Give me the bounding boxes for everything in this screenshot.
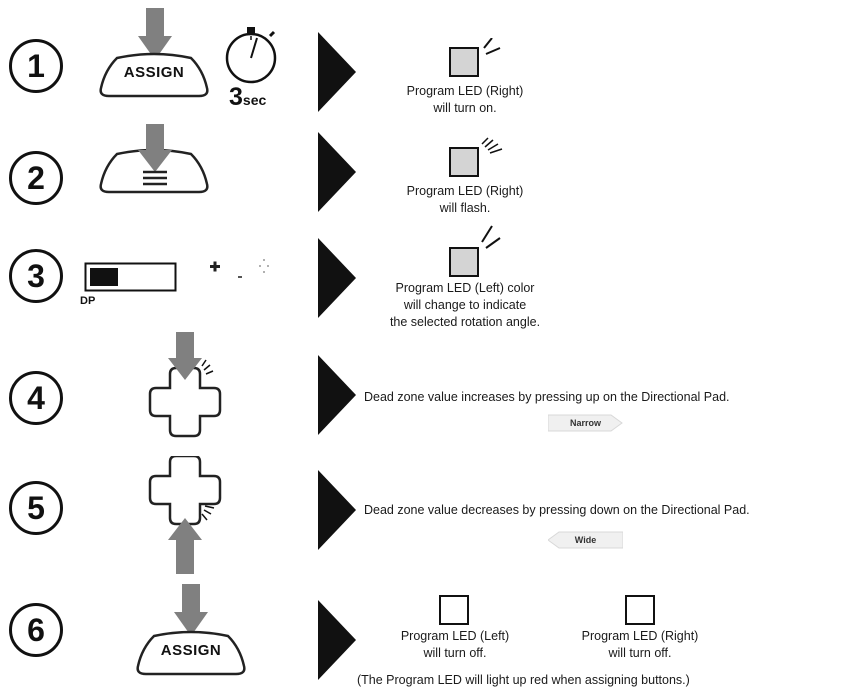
left-led-result: Program LED (Left)will turn off. xyxy=(400,629,510,660)
step-1-arrow-icon xyxy=(318,32,356,112)
assign-note: (The Program LED will light up red when … xyxy=(357,673,690,687)
mode-switch-icon xyxy=(84,262,177,292)
step-5-result: Dead zone value decreases by pressing do… xyxy=(364,503,750,517)
step-2-result: Program LED (Right)will flash. xyxy=(406,184,524,215)
svg-text:4: 4 xyxy=(27,380,45,416)
step-2-number: 2 xyxy=(8,150,64,206)
press-down-arrow-icon xyxy=(174,584,208,636)
step-4-number: 4 xyxy=(8,370,64,426)
step-3-arrow-icon xyxy=(318,238,356,318)
step-6-arrow-icon xyxy=(318,600,356,680)
controller-icon xyxy=(210,259,269,278)
svg-text:3: 3 xyxy=(27,258,45,294)
menu-button-press-icon xyxy=(99,124,209,194)
step-6-number: 6 xyxy=(8,602,64,658)
stopwatch-icon xyxy=(225,27,277,84)
step-1-result: Program LED (Right)will turn on. xyxy=(406,84,524,115)
step-2-arrow-icon xyxy=(318,132,356,212)
svg-text:1: 1 xyxy=(27,48,45,84)
program-led-left-color-icon xyxy=(448,220,508,285)
svg-text:6: 6 xyxy=(27,612,45,648)
switch-label: DP xyxy=(80,295,96,307)
step-1-number: 1 xyxy=(8,38,64,94)
step-5-number: 5 xyxy=(8,480,64,536)
svg-text:5: 5 xyxy=(27,490,45,526)
press-down-arrow-icon xyxy=(138,8,172,60)
step-4-arrow-icon xyxy=(318,355,356,435)
step-4-result: Dead zone value increases by pressing up… xyxy=(364,390,730,404)
program-led-right-off-icon xyxy=(624,594,656,631)
program-led-right-on-icon xyxy=(448,37,508,87)
assign-button: ASSIGN xyxy=(95,52,213,102)
dpad-up-press-icon xyxy=(148,332,222,438)
program-led-left-off-icon xyxy=(438,594,470,631)
program-led-right-flash-icon xyxy=(448,136,510,185)
svg-text:2: 2 xyxy=(27,160,45,196)
dpad-down-press-icon xyxy=(148,456,222,574)
step-5-arrow-icon xyxy=(318,470,356,550)
right-led-result: Program LED (Right)will turn off. xyxy=(581,629,699,660)
step-3-number: 3 xyxy=(8,248,64,304)
assign-button-final: ASSIGN xyxy=(132,630,250,680)
timer-seconds: 3sec xyxy=(229,83,267,111)
